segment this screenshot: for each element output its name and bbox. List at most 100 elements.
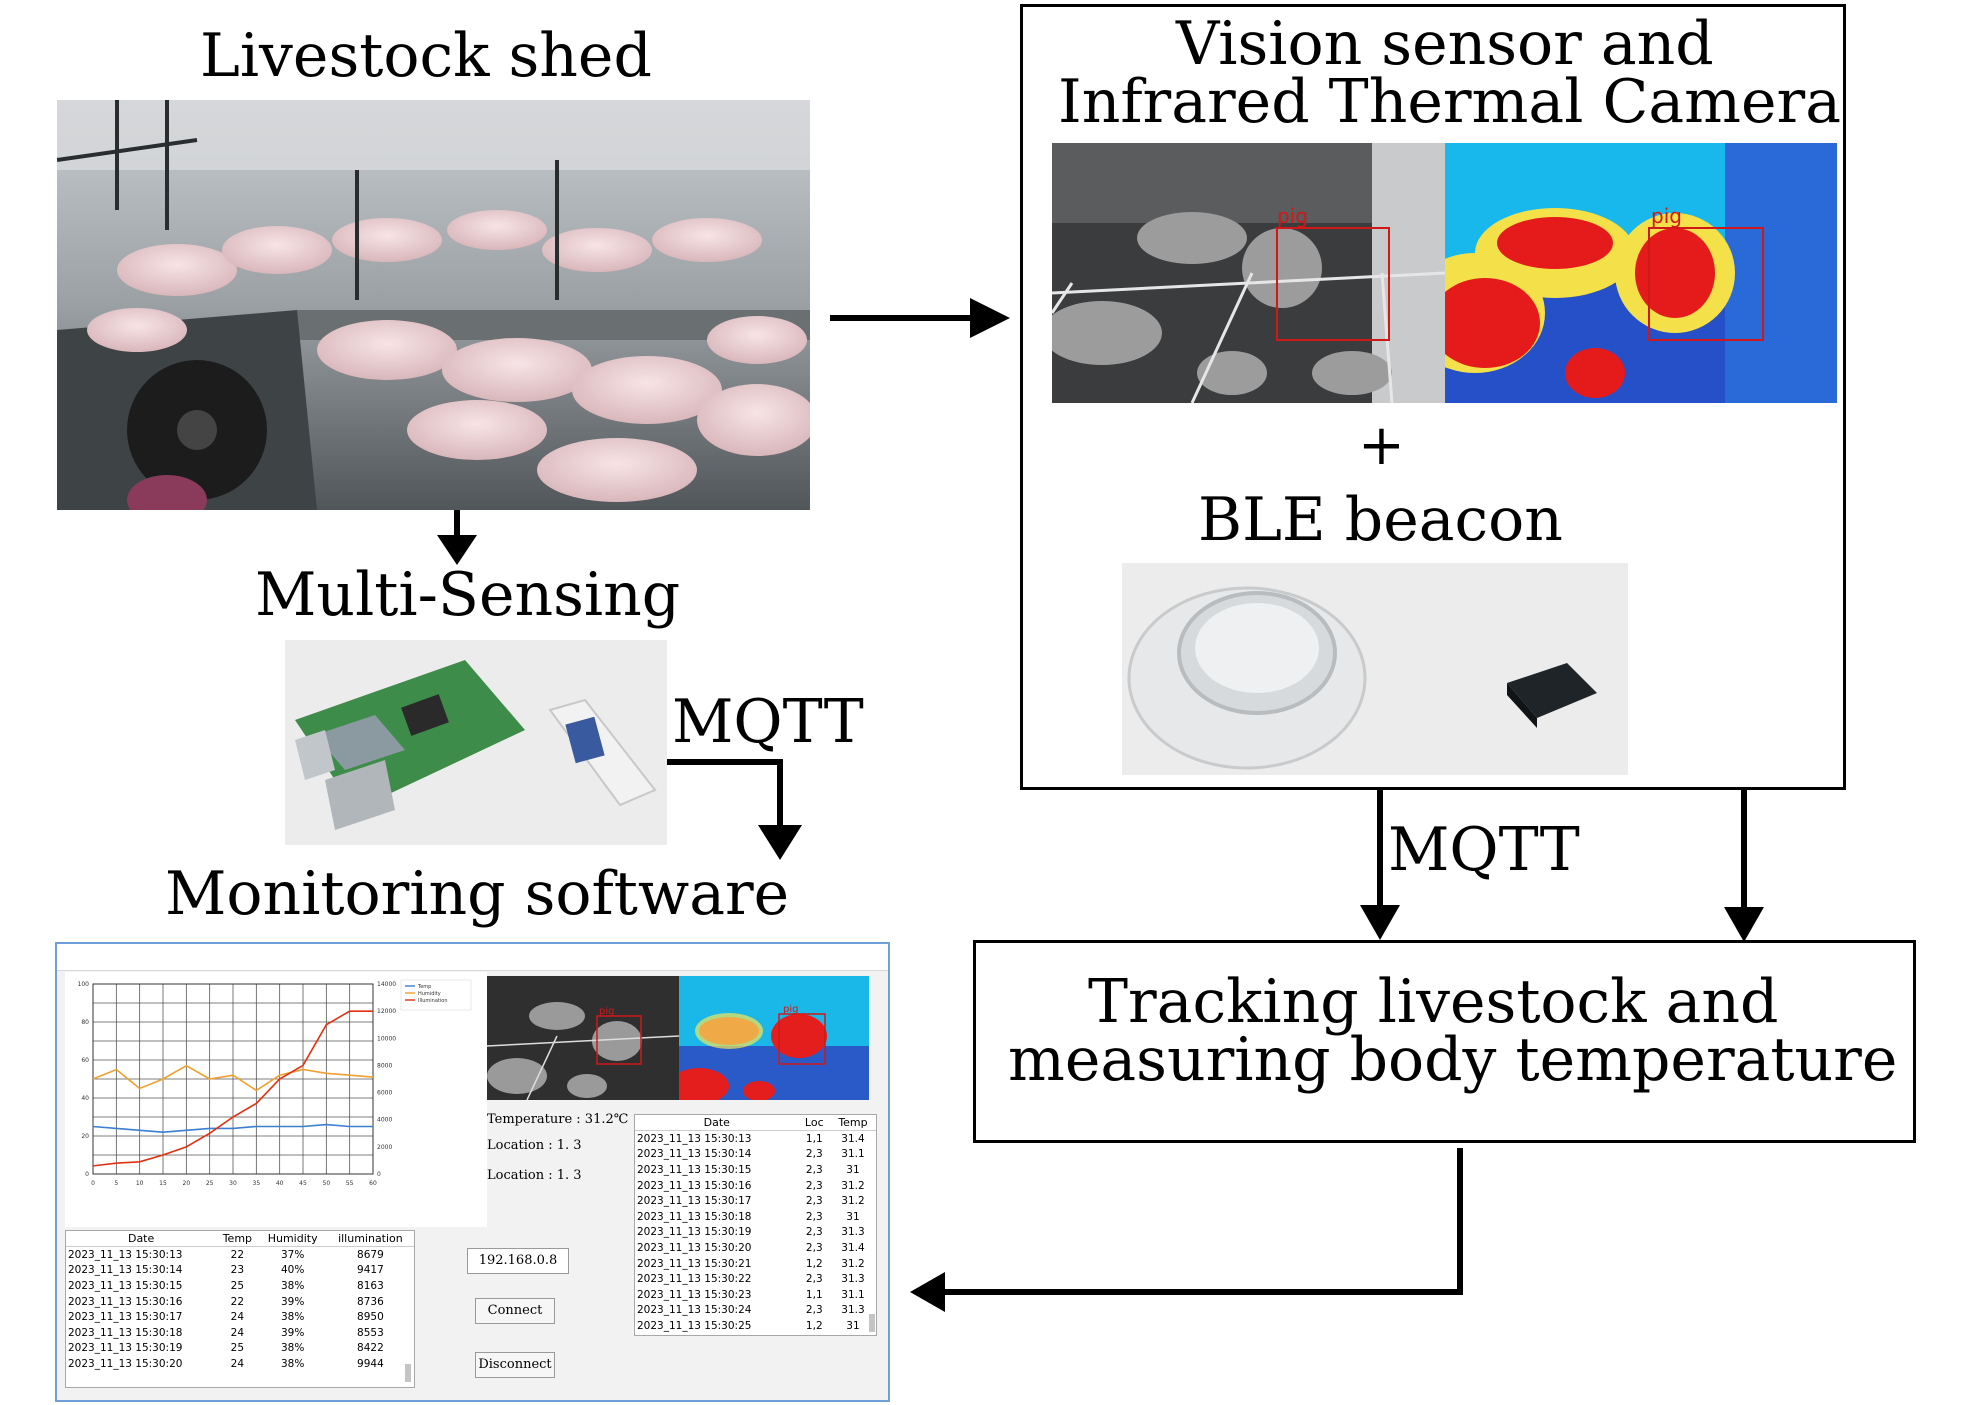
temperature-readout: Temperature : 31.2℃ <box>487 1112 629 1127</box>
column-header[interactable]: illumination <box>326 1231 414 1247</box>
table-cell: 2023_11_13 15:30:16 <box>68 1295 183 1308</box>
x-tick-label: 5 <box>114 1180 118 1187</box>
tracking-table-scrollbar[interactable] <box>869 1314 875 1332</box>
table-cell: 2,3 <box>805 1163 823 1176</box>
legend-label: Humidity <box>418 991 441 997</box>
table-cell: 38% <box>281 1311 305 1324</box>
table-cell: 2023_11_13 15:30:21 <box>637 1257 752 1270</box>
x-tick-label: 50 <box>323 1180 331 1187</box>
legend-box <box>400 979 472 1011</box>
left-tick-label: 40 <box>81 1095 89 1102</box>
arrow-shed-to-vision <box>830 298 1010 338</box>
table-cell: 39% <box>281 1295 305 1308</box>
disconnect-button[interactable]: Disconnect <box>475 1352 555 1378</box>
table-cell: 37% <box>281 1248 305 1261</box>
table-cell: 31.3 <box>841 1226 865 1239</box>
right-tick-label: 10000 <box>377 1035 396 1042</box>
tracking-title-line1: Tracking livestock and <box>1088 967 1779 1037</box>
mqtt-label-left: MQTT <box>672 687 864 757</box>
connect-button[interactable]: Connect <box>475 1298 555 1324</box>
table-cell: 2,3 <box>805 1273 823 1286</box>
ip-address-field[interactable]: 192.168.0.8 <box>467 1248 569 1274</box>
table-cell: 31 <box>846 1319 860 1332</box>
table-cell: 24 <box>230 1311 245 1324</box>
table-cell: 2023_11_13 15:30:25 <box>637 1319 752 1332</box>
x-tick-label: 60 <box>369 1180 377 1187</box>
table-cell: 2023_11_13 15:30:19 <box>68 1342 183 1355</box>
table-cell: 31.2 <box>841 1195 865 1208</box>
table-cell: 2023_11_13 15:30:14 <box>68 1264 183 1277</box>
table-cell: 2,3 <box>805 1304 823 1317</box>
table-cell: 2023_11_13 15:30:20 <box>68 1357 183 1370</box>
column-header[interactable]: Temp <box>829 1115 876 1131</box>
left-tick-label: 20 <box>81 1133 89 1140</box>
x-tick-label: 0 <box>91 1180 95 1187</box>
column-header[interactable]: Date <box>635 1115 799 1131</box>
table-cell: 2023_11_13 15:30:13 <box>68 1248 183 1261</box>
sensor-table-scrollbar[interactable] <box>405 1364 411 1382</box>
x-tick-label: 55 <box>346 1180 354 1187</box>
small-beacon-tag <box>1507 663 1597 728</box>
table-cell: 2023_11_13 15:30:18 <box>68 1326 183 1339</box>
column-header[interactable]: Loc <box>798 1115 830 1131</box>
thermal-detection-label: pig <box>1651 204 1682 228</box>
left-tick-label: 80 <box>81 1019 89 1026</box>
table-cell: 25 <box>230 1342 245 1355</box>
column-header[interactable]: Date <box>66 1231 217 1247</box>
table-cell: 1,2 <box>805 1319 823 1332</box>
raspberry-pi-board <box>295 660 525 830</box>
right-tick-label: 0 <box>377 1171 381 1178</box>
table-cell: 2,3 <box>805 1179 823 1192</box>
column-header[interactable]: Humidity <box>258 1231 327 1247</box>
series-line-temp <box>92 1123 373 1134</box>
right-tick-label: 6000 <box>377 1090 392 1097</box>
table-cell: 22 <box>230 1295 245 1308</box>
table-cell: 2023_11_13 15:30:19 <box>637 1226 752 1239</box>
multi-sensing-photo <box>285 640 667 845</box>
location-readout-1: Location : 1. 3 <box>487 1138 582 1153</box>
x-tick-label: 10 <box>136 1180 144 1187</box>
left-tick-label: 0 <box>85 1171 89 1178</box>
table-cell: 1,1 <box>805 1132 823 1145</box>
table-cell: 38% <box>281 1279 305 1292</box>
table-cell: 8163 <box>357 1279 384 1292</box>
table-cell: 31.4 <box>841 1132 865 1145</box>
x-tick-label: 20 <box>183 1180 191 1187</box>
ble-beacon-title: BLE beacon <box>1198 485 1563 555</box>
arrow-sensing-to-monitoring <box>665 759 802 860</box>
column-header[interactable]: Temp <box>216 1231 259 1247</box>
table-cell: 31.1 <box>841 1288 865 1301</box>
table-row[interactable]: 2023_11_13 15:30:25 1,2 31 <box>635 1318 876 1334</box>
right-tick-label: 14000 <box>377 981 396 988</box>
table-cell: 31 <box>846 1210 860 1223</box>
x-tick-label: 30 <box>229 1180 237 1187</box>
right-tick-label: 4000 <box>377 1117 392 1124</box>
left-tick-label: 60 <box>81 1057 89 1064</box>
sensor-module <box>548 698 657 807</box>
table-cell: 2023_11_13 15:30:23 <box>637 1288 752 1301</box>
mqtt-label-right: MQTT <box>1388 815 1580 885</box>
